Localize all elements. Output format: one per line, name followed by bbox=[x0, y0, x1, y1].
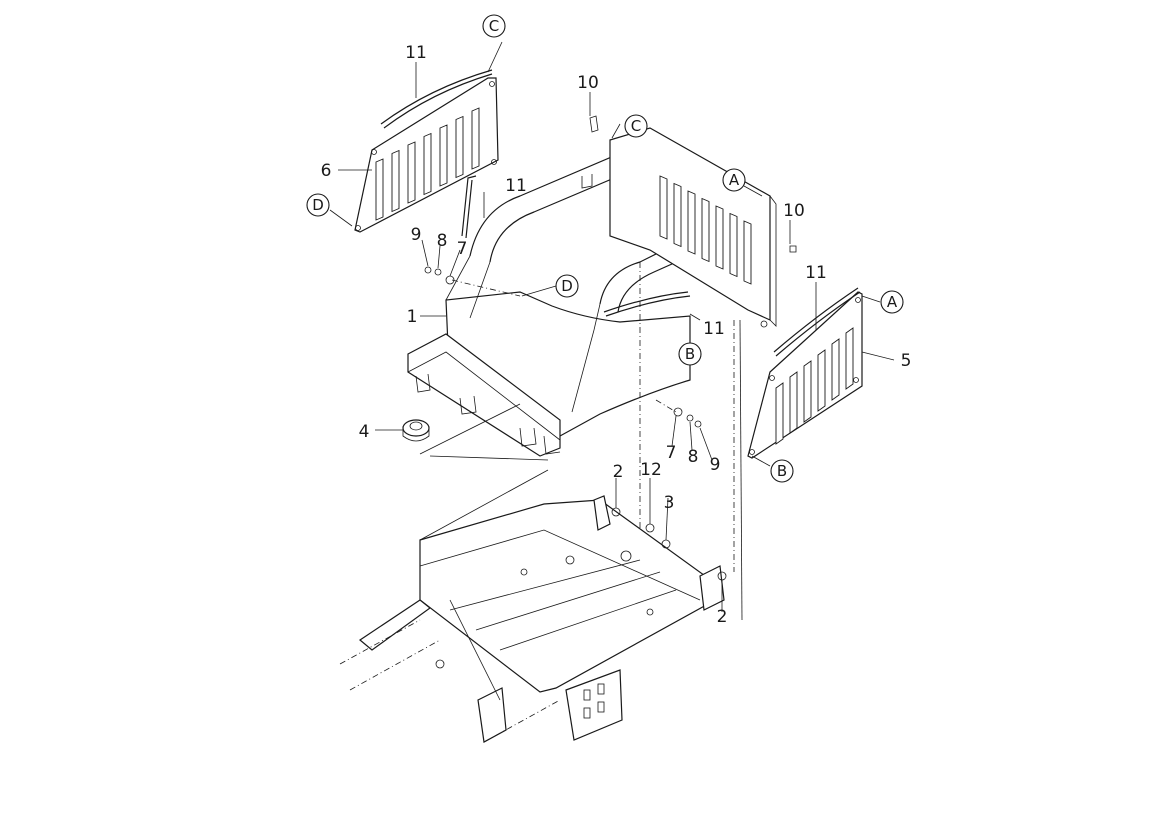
marker-circle-d-cage bbox=[555, 274, 579, 298]
marker-b-right: B bbox=[777, 462, 787, 480]
reference-markers: C C D D A A B B bbox=[306, 14, 904, 483]
callout-7-left: 7 bbox=[457, 239, 468, 259]
callout-10-top: 10 bbox=[577, 73, 599, 93]
callout-4: 4 bbox=[359, 422, 370, 442]
grille-slot bbox=[375, 158, 384, 221]
washer-12 bbox=[645, 523, 655, 533]
grille-slot bbox=[407, 141, 416, 204]
part-number-labels: 11 6 11 10 10 9 8 7 1 11 11 5 4 7 8 9 2 … bbox=[321, 43, 912, 627]
grille-slot bbox=[715, 205, 724, 270]
callout-11-left-strip: 11 bbox=[505, 176, 527, 196]
bolt-10-left bbox=[589, 115, 599, 133]
callout-8-left: 8 bbox=[437, 231, 448, 251]
callout-9-right: 9 bbox=[710, 455, 721, 475]
grille-slot bbox=[687, 190, 696, 255]
callout-10-right: 10 bbox=[783, 201, 805, 221]
isolator-mount bbox=[402, 419, 430, 442]
callout-9-left: 9 bbox=[411, 225, 422, 245]
marker-circle-b-right bbox=[770, 459, 794, 483]
grille-slot bbox=[831, 338, 840, 401]
callout-3: 3 bbox=[664, 493, 675, 513]
marker-a-rear: A bbox=[729, 171, 740, 189]
grille-slot bbox=[659, 175, 668, 240]
rear-grille-panel bbox=[609, 127, 777, 328]
callout-7-right: 7 bbox=[666, 443, 677, 463]
right-grille-panel bbox=[747, 287, 863, 459]
grille-slot bbox=[775, 382, 784, 445]
grille-slot bbox=[701, 197, 710, 263]
callout-5: 5 bbox=[901, 351, 912, 371]
marker-circle-c-rear bbox=[624, 114, 648, 138]
callout-11-front: 11 bbox=[703, 319, 725, 339]
marker-d-cage: D bbox=[561, 277, 573, 295]
callout-6: 6 bbox=[321, 161, 332, 181]
washer-8-left bbox=[434, 268, 442, 276]
nut-9-left bbox=[424, 266, 432, 274]
front-trim-strip bbox=[603, 291, 689, 313]
nut-3 bbox=[661, 539, 671, 549]
marker-circle-c-top-left bbox=[482, 14, 506, 38]
callout-2-right: 2 bbox=[717, 607, 728, 627]
marker-d-left: D bbox=[312, 196, 324, 214]
grille-slot bbox=[423, 132, 432, 196]
grille-slot bbox=[743, 220, 752, 285]
marker-circle-d-left bbox=[306, 193, 330, 217]
washer-8-right bbox=[686, 414, 694, 422]
grille-slot bbox=[455, 115, 464, 179]
washer-7-right bbox=[673, 407, 683, 417]
marker-c-rear: C bbox=[631, 117, 641, 135]
callout-11-top-left: 11 bbox=[405, 43, 427, 63]
grille-slot bbox=[729, 212, 738, 278]
marker-circle-b-cage bbox=[678, 342, 702, 366]
marker-circle-a-right bbox=[880, 290, 904, 314]
callout-1: 1 bbox=[407, 307, 418, 327]
marker-a-right: A bbox=[887, 293, 898, 311]
grille-slot bbox=[817, 349, 826, 412]
nut-9-right bbox=[694, 420, 702, 428]
center-lines bbox=[419, 262, 743, 701]
grille-slot bbox=[845, 327, 854, 390]
callout-12: 12 bbox=[640, 460, 662, 480]
grille-slot bbox=[673, 182, 682, 248]
grille-slot bbox=[471, 107, 480, 170]
base-rail bbox=[407, 333, 561, 457]
callout-8-right: 8 bbox=[688, 447, 699, 467]
callout-2-left: 2 bbox=[613, 462, 624, 482]
lower-chassis bbox=[339, 495, 725, 743]
grille-slot bbox=[391, 149, 400, 213]
marker-c-top-left: C bbox=[489, 17, 499, 35]
grille-slot bbox=[789, 371, 798, 434]
marker-circle-a-rear bbox=[722, 168, 746, 192]
left-grille-panel bbox=[354, 69, 499, 233]
grille-slot bbox=[803, 360, 812, 423]
marker-b-cage: B bbox=[685, 345, 695, 363]
left-trim-strip bbox=[380, 69, 493, 125]
bolt-10-right bbox=[789, 245, 797, 253]
callout-11-right: 11 bbox=[805, 263, 827, 283]
grille-slot bbox=[439, 124, 448, 187]
leader-lines bbox=[329, 41, 895, 612]
